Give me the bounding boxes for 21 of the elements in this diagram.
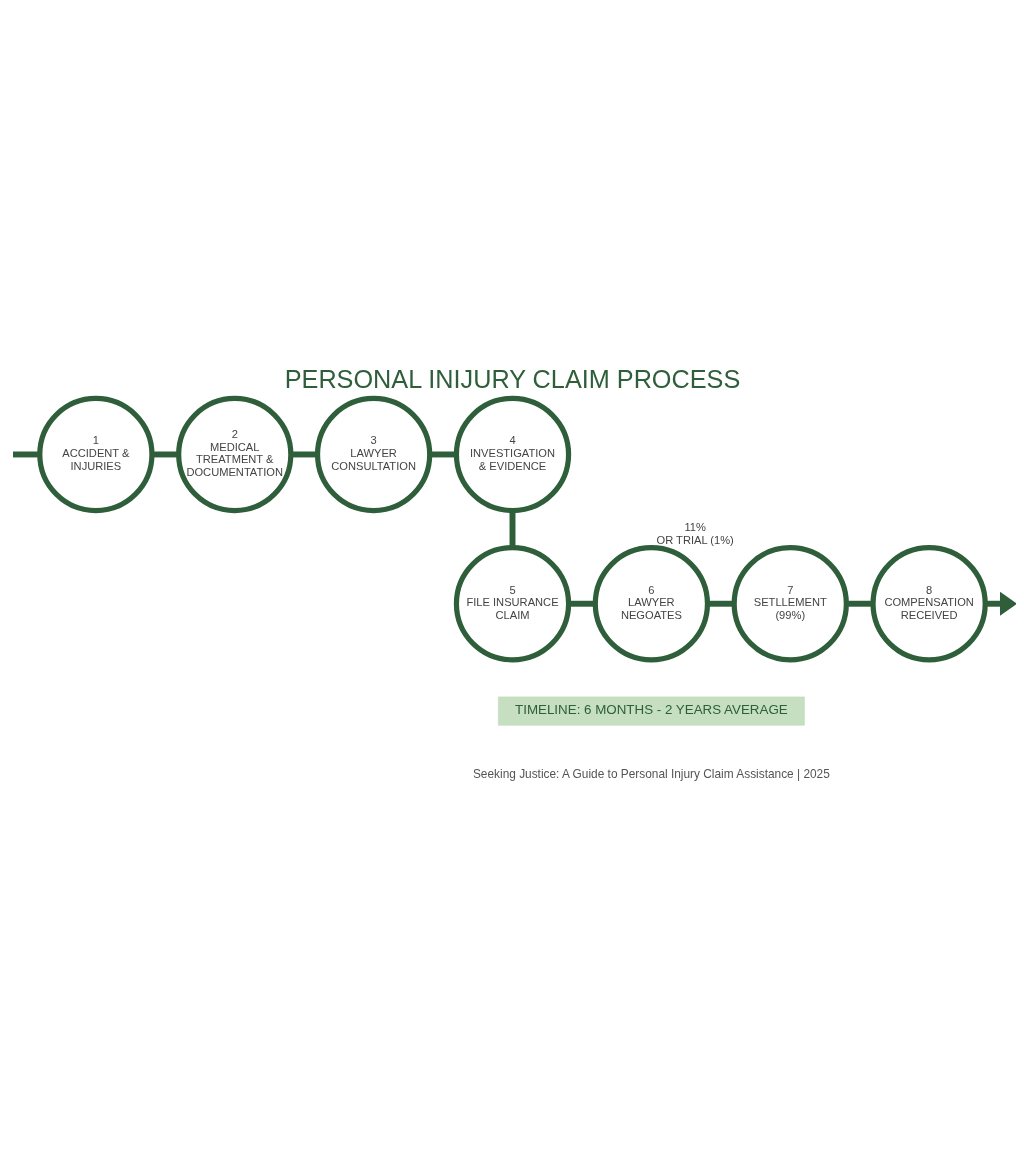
- connector: [12, 451, 40, 458]
- node-box: TIMELINE: 6 MONTHS - 2 YEARS AVERAGE: [497, 696, 805, 726]
- connector: [429, 451, 456, 458]
- node-circle: 4 INVESTIGATION & EVIDENCE: [453, 395, 571, 514]
- node-label: 11%: [683, 521, 706, 534]
- connector: [509, 510, 515, 548]
- connector: [290, 451, 317, 458]
- connector: [845, 600, 873, 607]
- caption: Seeking Justice: A Guide to Personal Injury Claim Assistance | 2025: [472, 767, 830, 782]
- connector: [568, 600, 595, 607]
- connector: [151, 451, 178, 458]
- node-circle: 1 ACCIDENT & INJURIES: [36, 395, 155, 514]
- node-circle: 2 MEDICAL TREATMENT & DOCUMENTATION: [175, 395, 293, 514]
- node-circle: 8 COMPENSATION RECEIVED: [869, 545, 988, 663]
- node-circle: 6 LAWYER NEGOATES: [592, 545, 710, 663]
- diagram-title: PERSONAL INIJURY CLAIM PROCESS: [284, 365, 740, 394]
- connector: [707, 600, 734, 607]
- node-circle: 5 FILE INSURANCE CLAIM: [453, 545, 571, 663]
- node-label: OR TRIAL (1%): [656, 533, 734, 546]
- node-circle: 7 SETLLEMENT (99%): [731, 545, 849, 663]
- node-circle: 3 LAWYER CONSULTATION: [314, 395, 432, 514]
